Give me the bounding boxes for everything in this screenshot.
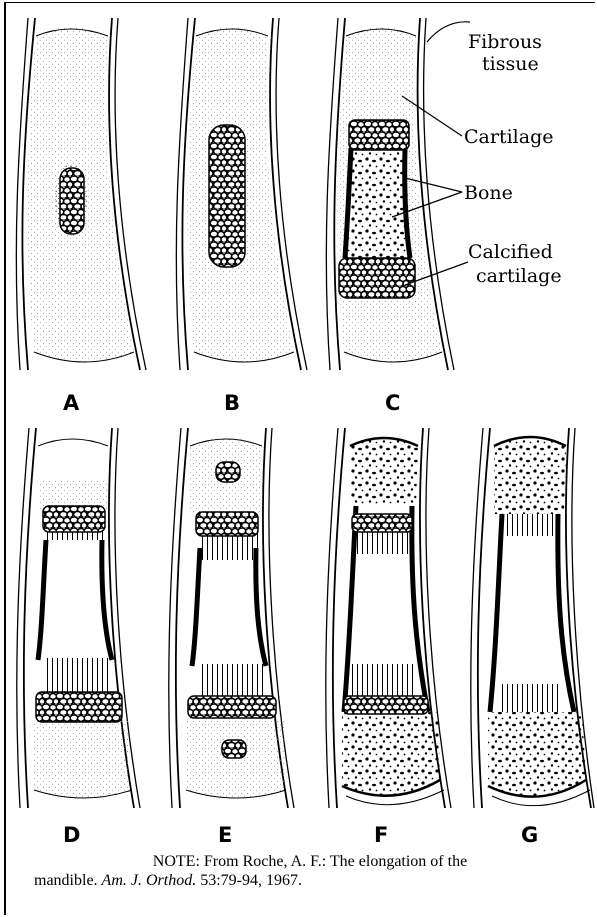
- label-cartilage: Cartilage: [464, 126, 553, 148]
- panel-b-drawing: [176, 18, 307, 370]
- panel-label-c: C: [385, 391, 400, 415]
- note-line-2-a: mandible.: [34, 872, 102, 889]
- label-calcified-2: cartilage: [476, 265, 562, 287]
- panel-label-e: E: [218, 823, 232, 847]
- label-fibrous-2: tissue: [482, 53, 539, 75]
- panel-label-a: A: [63, 391, 80, 415]
- source-note: NOTE: From Roche, A. F.: The elongation …: [40, 852, 580, 890]
- label-calcified-1: Calcified: [468, 241, 553, 263]
- note-line-2: mandible. Am. J. Orthod. 53:79-94, 1967.: [34, 871, 580, 890]
- panel-d-drawing: [17, 428, 140, 808]
- panel-a-drawing: [16, 18, 146, 370]
- panel-f-drawing: [326, 428, 451, 808]
- panel-g-drawing: [471, 428, 594, 808]
- panel-label-g: G: [521, 823, 538, 847]
- panel-label-f: F: [374, 823, 388, 847]
- panel-c-drawing: [326, 18, 454, 370]
- note-line-2-c: 53:79-94, 1967.: [196, 872, 302, 889]
- panel-label-d: D: [63, 823, 80, 847]
- label-fibrous-1: Fibrous: [468, 31, 542, 53]
- panel-label-b: B: [224, 391, 240, 415]
- panel-e-drawing: [169, 428, 294, 808]
- note-line-1: NOTE: From Roche, A. F.: The elongation …: [153, 853, 467, 870]
- note-journal: Am. J. Orthod.: [102, 872, 197, 889]
- label-bone: Bone: [464, 182, 513, 204]
- leader-fibrous: [427, 22, 470, 42]
